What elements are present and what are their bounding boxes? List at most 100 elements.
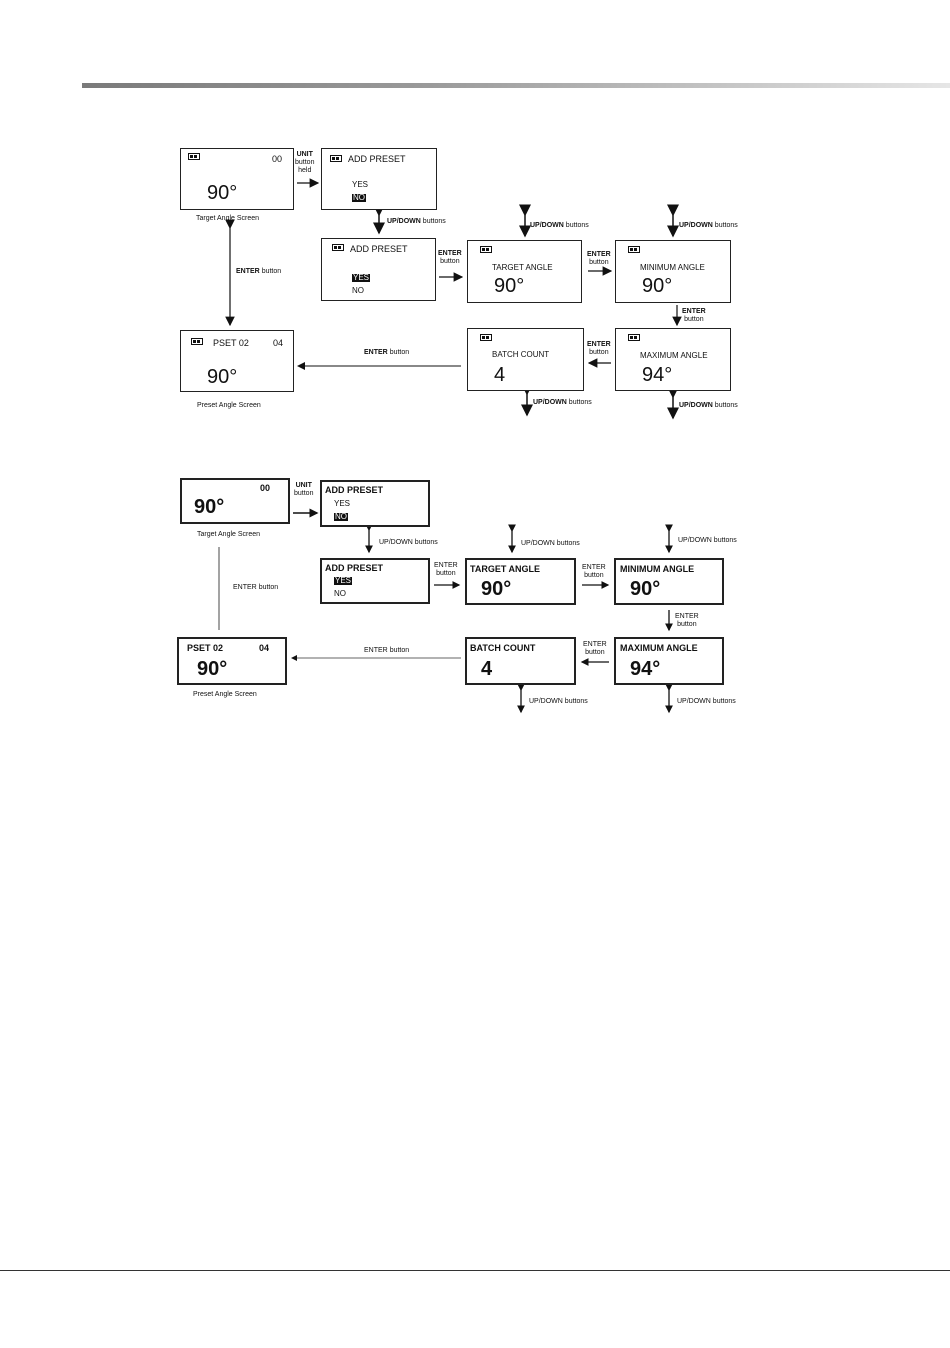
enter-word: ENTER: [587, 251, 611, 258]
buttons-word: buttons: [414, 539, 438, 546]
angle-value: 90°: [207, 366, 238, 388]
button-word: button: [589, 259, 609, 267]
maximum-angle-screen: MAXIMUM ANGLE 94°: [614, 637, 724, 685]
enter-word: ENTER: [582, 564, 606, 571]
enter-word: ENTER: [583, 641, 607, 648]
held-label: held: [298, 167, 312, 175]
buttons-word: buttons: [568, 399, 592, 406]
button-word: button: [584, 572, 604, 580]
updown-label-4: UP/DOWN buttons: [529, 698, 588, 706]
counter: 00: [272, 154, 283, 164]
add-preset-screen-no: ADD PRESET YES NO: [321, 148, 437, 210]
button-word: button: [677, 621, 697, 629]
updown-word: UP/DOWN: [677, 698, 711, 705]
enter-word: ENTER: [236, 268, 260, 275]
button-label: button: [295, 159, 315, 167]
option-no: NO: [352, 286, 364, 295]
target-angle-screen: 00 90°: [180, 148, 294, 210]
screen-title: ADD PRESET: [350, 244, 408, 254]
button-word: button: [389, 349, 410, 356]
target-angle-screen-caption: Target Angle Screen: [196, 215, 260, 222]
connector-arrows: [218, 508, 673, 714]
battery-icon: [628, 246, 640, 253]
buttons-word: buttons: [564, 698, 588, 705]
updown-word: UP/DOWN: [529, 698, 563, 705]
button-word: button: [589, 349, 609, 357]
screen-title: BATCH COUNT: [470, 643, 536, 653]
button-word: button: [258, 584, 279, 591]
minimum-angle-screen: MINIMUM ANGLE 90°: [614, 558, 724, 605]
preset-angle-screen-caption: Preset Angle Screen: [193, 691, 257, 698]
updown-label-1: UP/DOWN buttons: [387, 218, 446, 226]
add-preset-screen-no: ADD PRESET YES NO: [320, 480, 430, 527]
enter-word: ENTER: [364, 647, 388, 654]
battery-icon: [332, 244, 344, 251]
count-value: 4: [494, 364, 506, 386]
batch-count-screen: BATCH COUNT 4: [465, 637, 576, 685]
button-word: button: [440, 258, 460, 266]
counter: 04: [259, 643, 270, 653]
updown-word: UP/DOWN: [533, 399, 567, 406]
enter-word: ENTER: [682, 308, 706, 315]
preset-title: PSET 02: [213, 338, 249, 348]
count-value: 4: [481, 658, 493, 680]
screen-title: ADD PRESET: [325, 485, 384, 495]
buttons-word: buttons: [713, 537, 737, 544]
enter-button-label-4: ENTER button: [364, 647, 409, 655]
battery-icon: [191, 338, 203, 345]
flow-diagram-top: 00 90° Target Angle Screen UNIT button h…: [0, 140, 950, 440]
unit-label: UNIT: [296, 151, 313, 158]
counter: 04: [273, 338, 284, 348]
angle-value: 90°: [630, 578, 661, 600]
enter-word: ENTER: [587, 341, 611, 348]
option-yes: YES: [352, 180, 369, 189]
buttons-word: buttons: [556, 540, 580, 547]
unit-label: UNIT: [295, 482, 312, 489]
enter-button-label-4: ENTER button: [364, 349, 409, 357]
updown-word: UP/DOWN: [679, 402, 713, 409]
updown-word: UP/DOWN: [379, 539, 413, 546]
option-no: NO: [334, 589, 346, 598]
angle-value: 94°: [642, 364, 673, 386]
screen-title: TARGET ANGLE: [470, 564, 540, 574]
battery-icon: [480, 246, 492, 253]
button-word: button: [684, 316, 704, 324]
target-angle-setting-screen: TARGET ANGLE 90°: [467, 240, 582, 303]
connector-arrows: [225, 178, 682, 420]
updown-word: UP/DOWN: [678, 537, 712, 544]
enter-word: ENTER: [364, 349, 388, 356]
preset-title: PSET 02: [187, 643, 224, 653]
option-no-selected: NO: [334, 512, 348, 521]
buttons-word: buttons: [714, 222, 738, 229]
updown-label-4: UP/DOWN buttons: [533, 399, 592, 407]
preset-angle-screen: PSET 02 04 90°: [177, 637, 287, 685]
battery-icon: [330, 155, 342, 162]
maximum-angle-screen: MAXIMUM ANGLE 94°: [615, 328, 731, 391]
angle-value: 90°: [194, 496, 225, 518]
add-preset-screen-yes: ADD PRESET YES NO: [320, 558, 430, 604]
button-word: button: [261, 268, 282, 275]
updown-label-3: UP/DOWN buttons: [678, 537, 737, 545]
target-angle-screen-caption: Target Angle Screen: [197, 531, 261, 538]
screen-title: ADD PRESET: [348, 154, 406, 164]
enter-button-label-side: ENTER button: [233, 584, 278, 592]
screen-title: MINIMUM ANGLE: [620, 564, 695, 574]
footer-rule: [0, 1270, 950, 1271]
screen-title: ADD PRESET: [325, 563, 384, 573]
updown-label-5: UP/DOWN buttons: [679, 402, 738, 410]
enter-word: ENTER: [233, 584, 257, 591]
screen-title: TARGET ANGLE: [492, 263, 553, 272]
buttons-word: buttons: [422, 218, 446, 225]
button-word: button: [585, 649, 605, 657]
screen-title: MAXIMUM ANGLE: [640, 351, 708, 360]
enter-word: ENTER: [438, 250, 462, 257]
target-angle-setting-screen: TARGET ANGLE 90°: [465, 558, 576, 605]
option-yes: YES: [334, 499, 351, 508]
button-word: button: [436, 570, 456, 578]
updown-word: UP/DOWN: [387, 218, 421, 225]
